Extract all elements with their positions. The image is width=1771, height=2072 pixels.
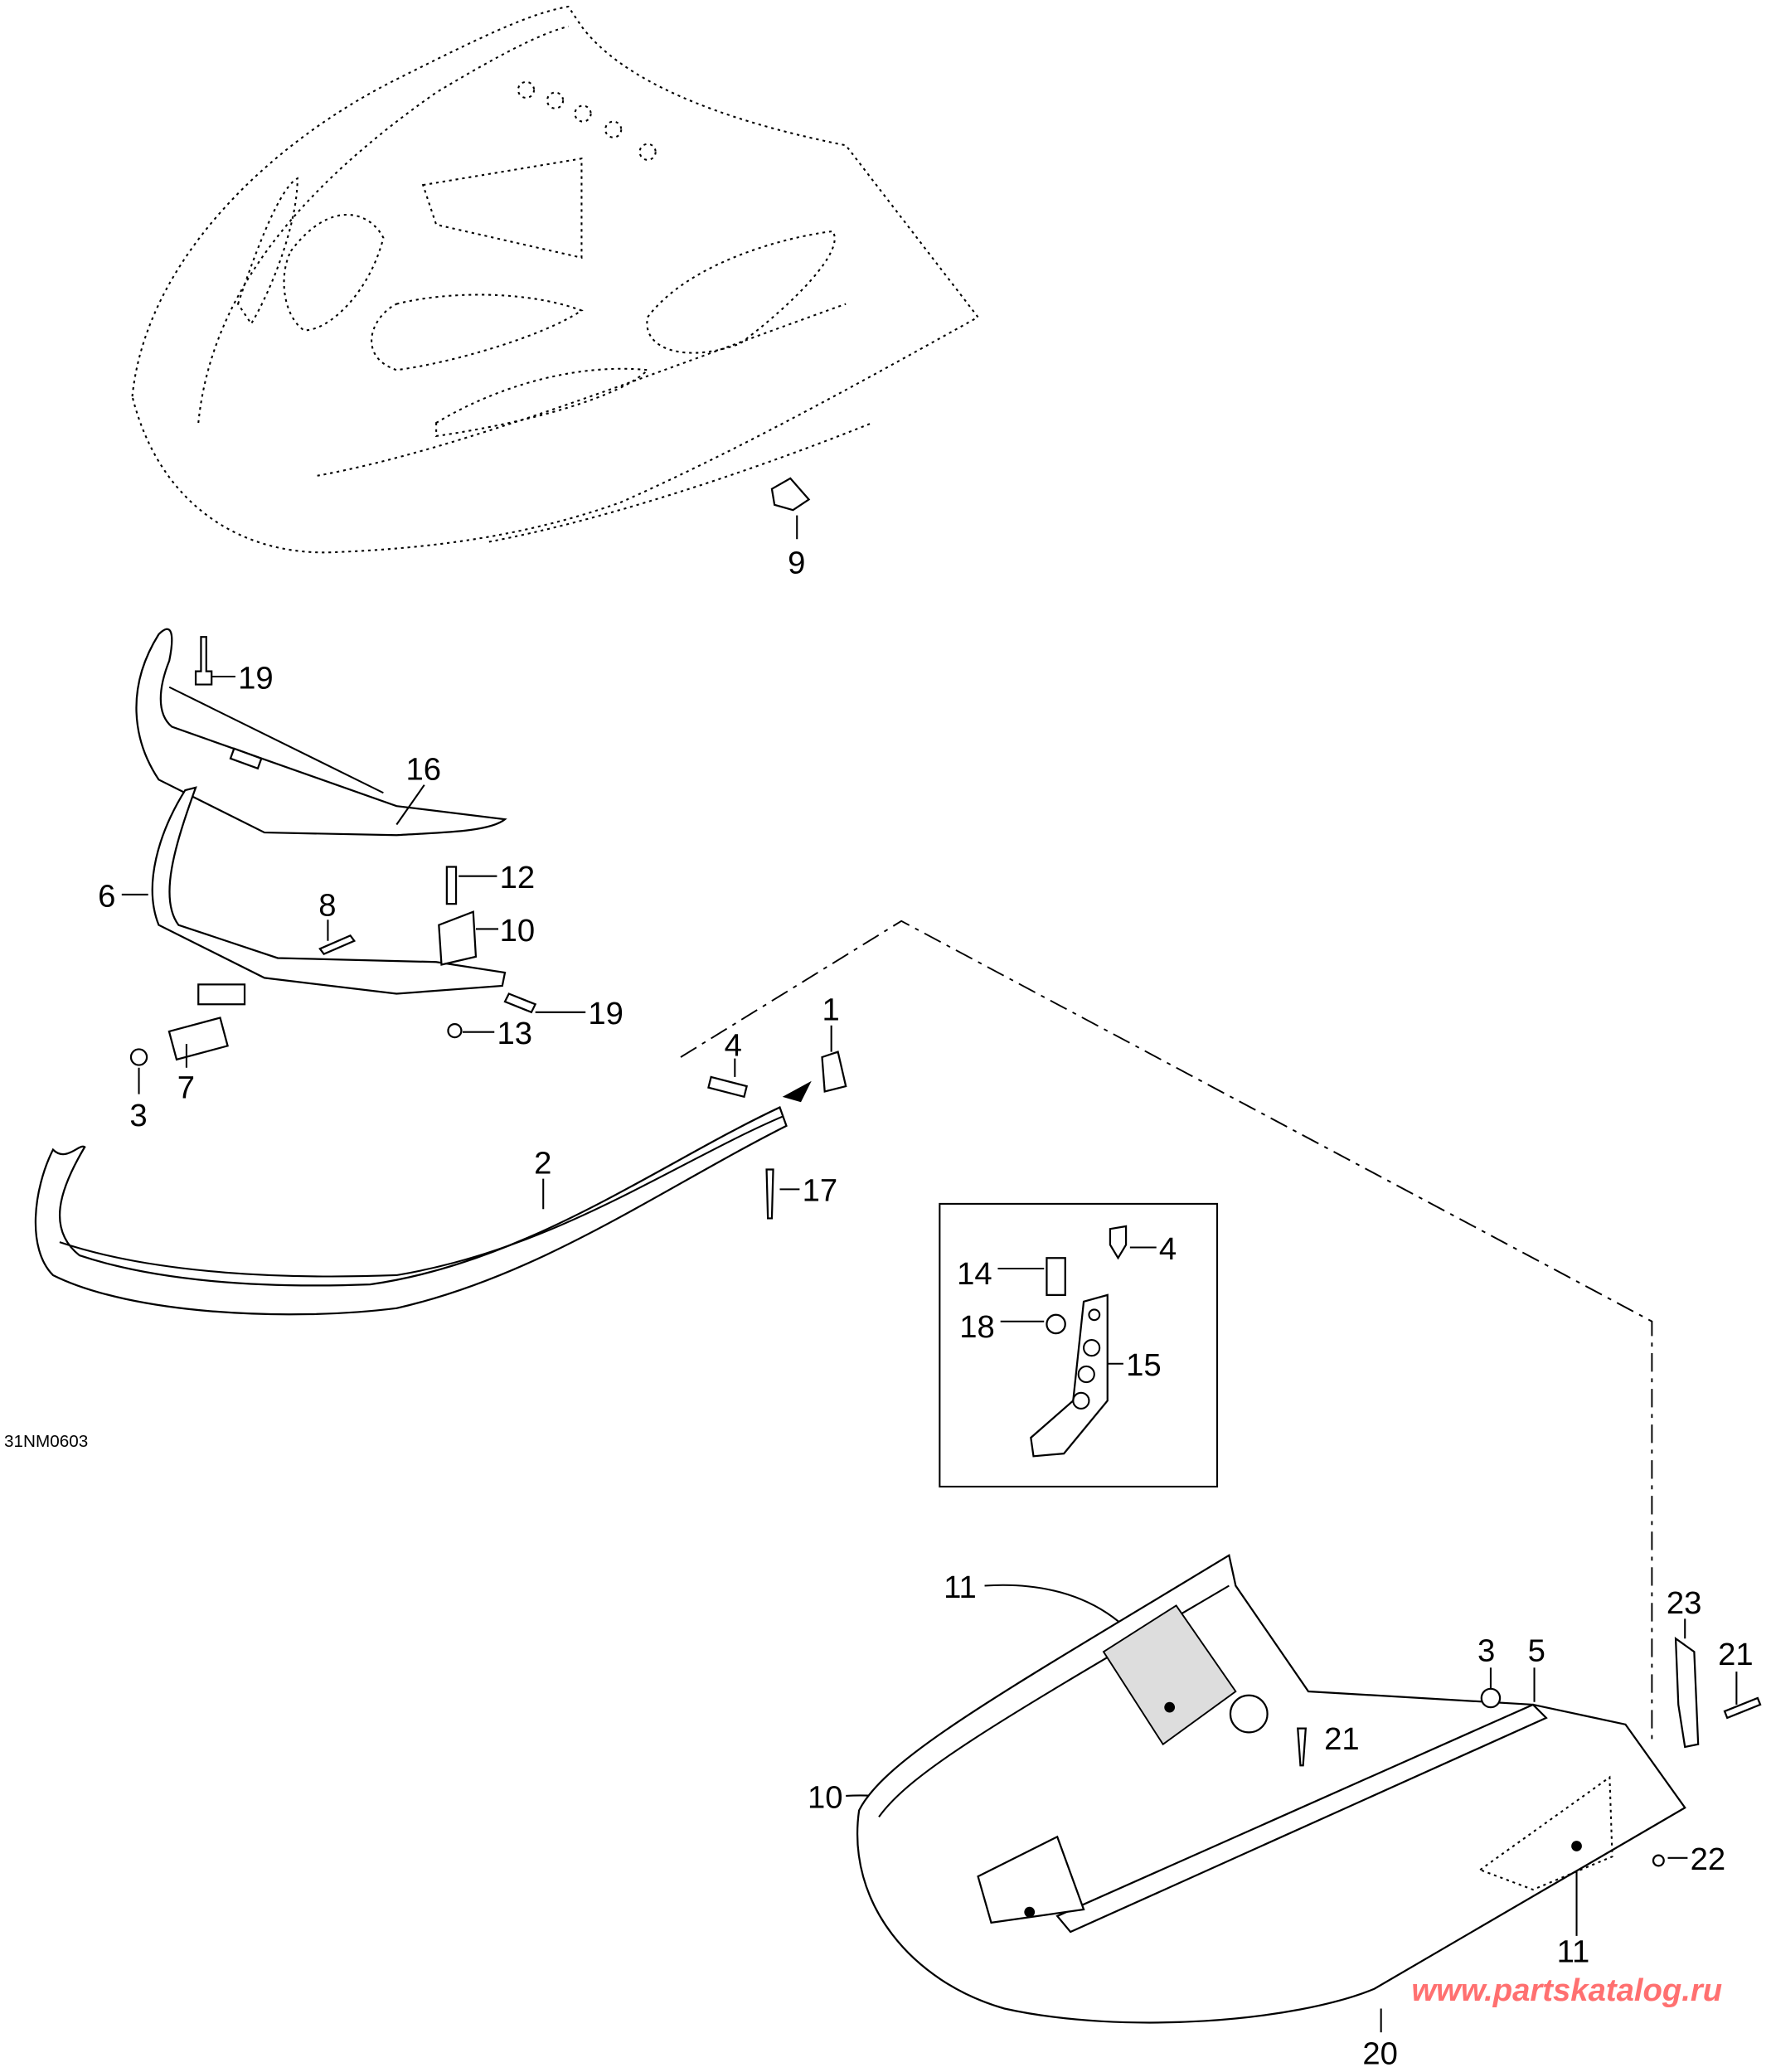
callout-6: 6 <box>98 878 115 914</box>
callout-10: 10 <box>808 1779 843 1815</box>
callout-21: 21 <box>1718 1637 1754 1672</box>
detail-inset-box <box>939 1202 1219 1488</box>
callout-15: 15 <box>1126 1347 1162 1383</box>
callout-9: 9 <box>788 546 805 581</box>
assembly-line <box>680 920 1653 1744</box>
callout-20: 20 <box>1362 2036 1398 2071</box>
watermark: www.partskatalog.ru <box>1411 1973 1722 2008</box>
callout-16: 16 <box>405 751 441 787</box>
callout-14: 14 <box>957 1256 992 1292</box>
callout-13: 13 <box>497 1016 532 1051</box>
callout-3: 3 <box>129 1098 147 1133</box>
callout-11: 11 <box>944 1570 977 1605</box>
callout-4: 4 <box>1159 1231 1177 1267</box>
callout-17: 17 <box>803 1173 838 1209</box>
callout-10: 10 <box>500 913 536 949</box>
callout-18: 18 <box>959 1309 995 1345</box>
callout-4: 4 <box>725 1027 742 1063</box>
callout-12: 12 <box>500 860 536 895</box>
fasteners <box>129 636 847 1220</box>
hood-outline <box>131 5 980 554</box>
callout-11: 11 <box>1557 1934 1590 1970</box>
callout-1: 1 <box>822 992 840 1027</box>
frame-part-6 <box>151 786 507 995</box>
callout-22: 22 <box>1691 1842 1726 1877</box>
callout-21: 21 <box>1324 1721 1360 1757</box>
callout-19: 19 <box>238 660 274 696</box>
bracket-part-23 <box>1674 1637 1700 1749</box>
callout-7: 7 <box>177 1070 195 1105</box>
clip-part-9 <box>770 477 811 512</box>
pad-part-11 <box>1102 1604 1237 1746</box>
callout-labels: 9 19 16 12 6 8 10 19 13 1 4 7 3 2 17 14 … <box>4 546 1754 2072</box>
callout-3: 3 <box>1477 1633 1495 1668</box>
rail-part-5 <box>1055 1703 1548 1934</box>
callout-23: 23 <box>1667 1585 1702 1621</box>
callout-8: 8 <box>318 887 336 923</box>
callout-5: 5 <box>1528 1633 1545 1668</box>
deflector-part-16 <box>135 628 507 837</box>
bracket-part-15 <box>1030 1293 1109 1458</box>
bumper-part-2 <box>34 1106 788 1316</box>
diagram-id: 31NM0603 <box>4 1432 88 1451</box>
callout-2: 2 <box>534 1145 551 1181</box>
callout-19: 19 <box>588 996 623 1031</box>
